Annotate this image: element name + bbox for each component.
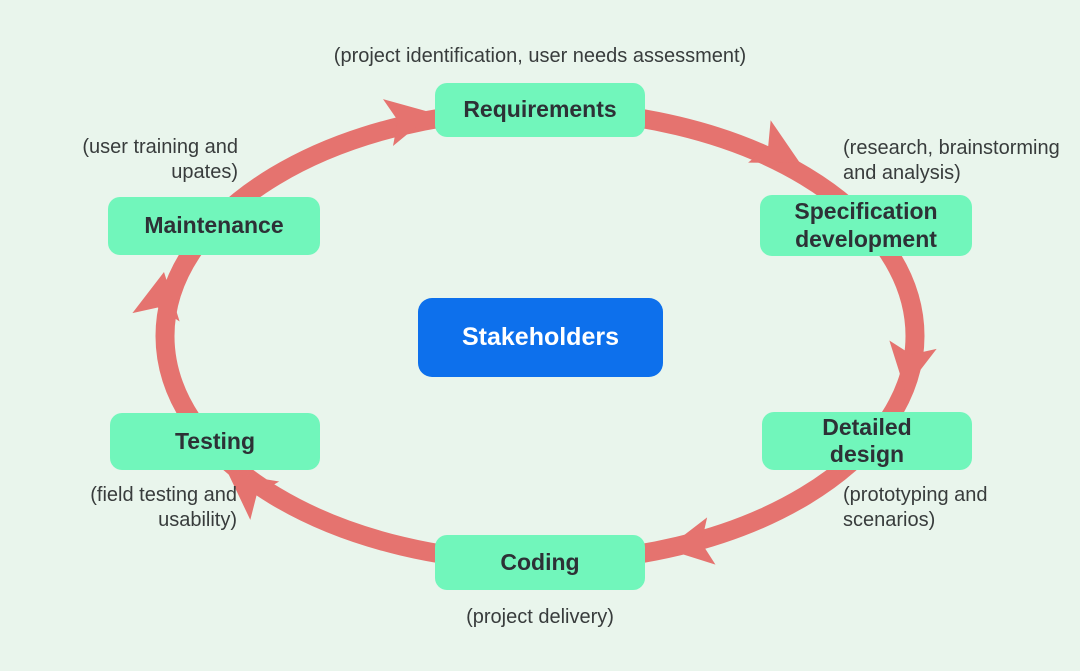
stage-requirements-label: Requirements (463, 96, 617, 123)
annotation-requirements: (project identification, user needs asse… (333, 45, 747, 67)
stage-maintenance: Maintenance (108, 197, 320, 255)
annotation-detailed-design: (prototyping and scenarios) (843, 484, 988, 531)
annotation-maintenance: (user training and upates) (82, 136, 238, 183)
stage-coding-label: Coding (500, 548, 580, 575)
arrowhead-to-specification (748, 120, 800, 163)
annotation-testing: (field testing and usability) (90, 484, 237, 531)
stage-testing-label: Testing (174, 427, 256, 454)
arrowhead-to-maintenance (132, 272, 180, 322)
stage-specification-development-label: Specification development (794, 198, 938, 252)
annotation-coding: (project delivery) (466, 606, 614, 628)
stage-detailed-design: Detailed design (762, 412, 972, 470)
stakeholders-label: Stakeholders (461, 323, 619, 351)
arrowhead-to-detailed-design (889, 340, 937, 390)
stage-coding: Coding (435, 535, 645, 590)
annotation-specification-development: (research, brainstorming and analysis) (843, 137, 1060, 184)
stage-detailed-design-label: Detailed design (822, 413, 912, 467)
stage-testing: Testing (110, 413, 320, 470)
stage-specification-development: Specification development (760, 195, 972, 256)
stage-maintenance-label: Maintenance (144, 212, 284, 239)
stage-requirements: Requirements (435, 83, 645, 137)
arrowhead-to-requirements (383, 99, 433, 147)
arrowhead-to-testing (228, 473, 280, 520)
arrowhead-to-coding (666, 517, 716, 565)
stakeholders-node: Stakeholders (418, 298, 663, 377)
